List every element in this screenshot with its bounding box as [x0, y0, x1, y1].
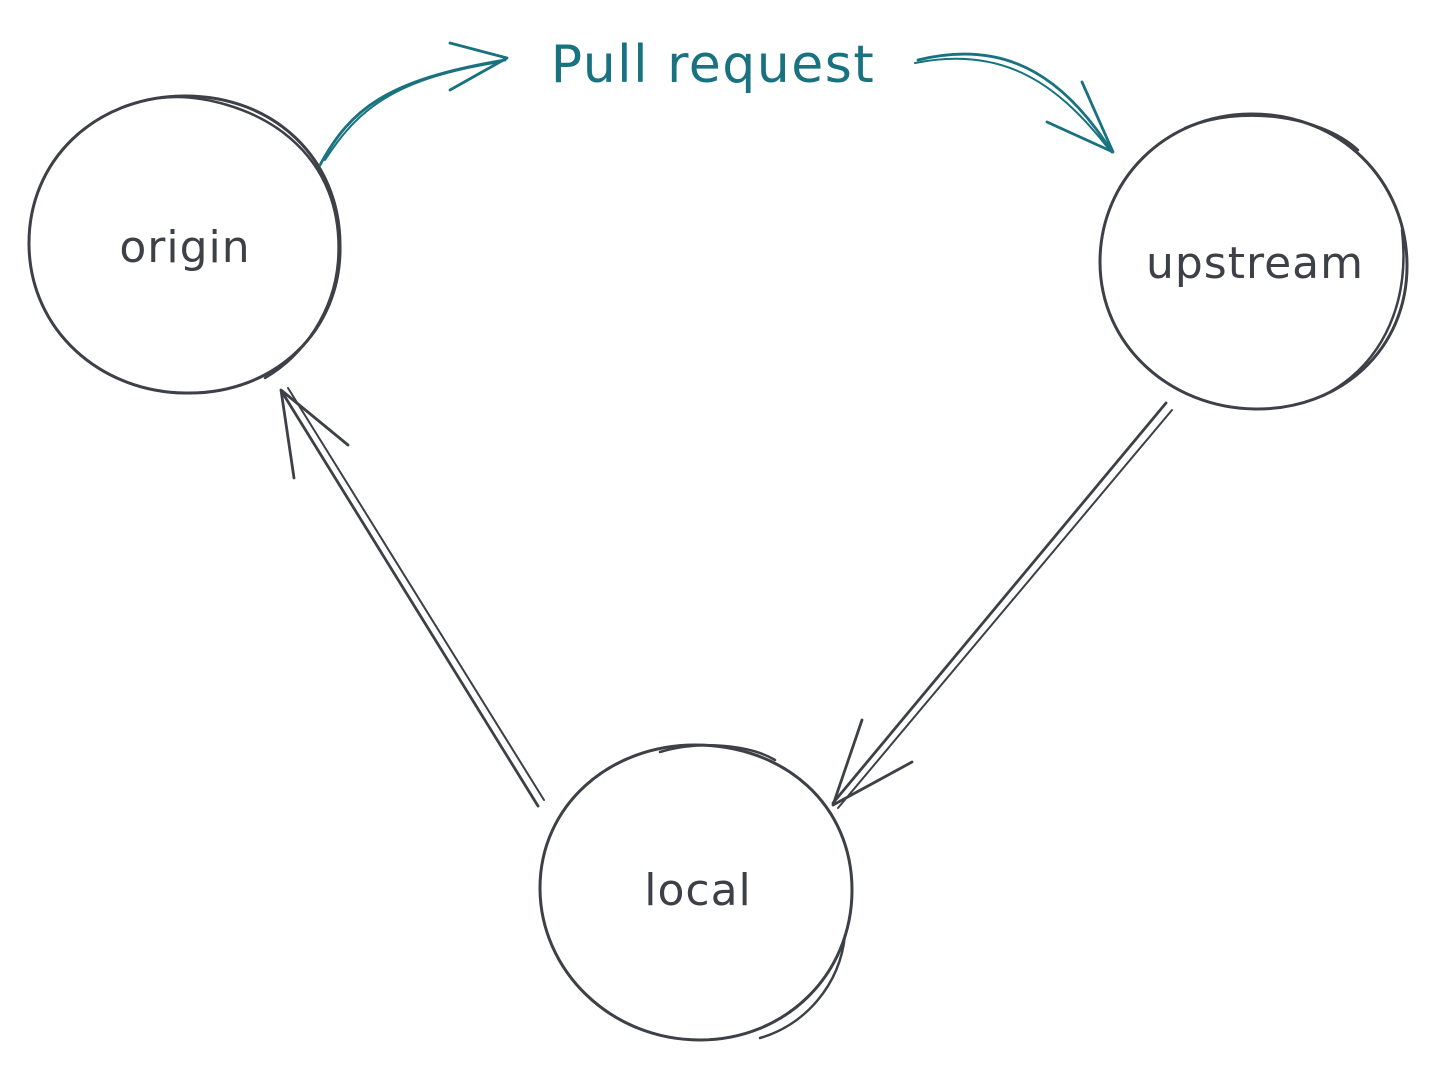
- node-origin-circle-sketch: [158, 95, 340, 380]
- edge-origin-to-upstream-label: Pull request: [551, 35, 876, 95]
- node-local-circle: [538, 743, 854, 1042]
- node-local: local: [538, 743, 854, 1042]
- edge-upstream-to-local-line-sketch: [837, 409, 1173, 809]
- node-local-label: local: [644, 865, 752, 916]
- node-origin: origin: [27, 94, 342, 395]
- arrowhead-icon: [448, 41, 509, 92]
- edge-local-to-origin-line: [280, 390, 540, 808]
- node-upstream: upstream: [1098, 112, 1409, 411]
- edge-origin-to-upstream-line-start-sketch: [324, 61, 501, 161]
- edge-upstream-to-local: [831, 401, 1173, 809]
- edge-origin-to-upstream-line-end-sketch: [914, 57, 1109, 149]
- node-upstream-circle: [1098, 112, 1409, 411]
- edge-upstream-to-local-line: [831, 401, 1168, 805]
- arrowhead-icon: [831, 718, 914, 807]
- node-origin-label: origin: [119, 222, 250, 273]
- edge-local-to-origin-line-sketch: [287, 387, 545, 801]
- node-local-circle-sketch: [658, 744, 847, 1040]
- edge-local-to-origin: [279, 387, 545, 808]
- arrowhead-icon: [279, 388, 350, 480]
- node-upstream-circle-sketch: [1183, 114, 1405, 394]
- arrowhead-icon: [1045, 80, 1115, 154]
- edge-origin-to-upstream-line-end: [916, 52, 1114, 154]
- node-origin-circle: [27, 94, 342, 395]
- edge-origin-to-upstream: Pull request: [318, 35, 1115, 167]
- node-upstream-label: upstream: [1146, 238, 1364, 289]
